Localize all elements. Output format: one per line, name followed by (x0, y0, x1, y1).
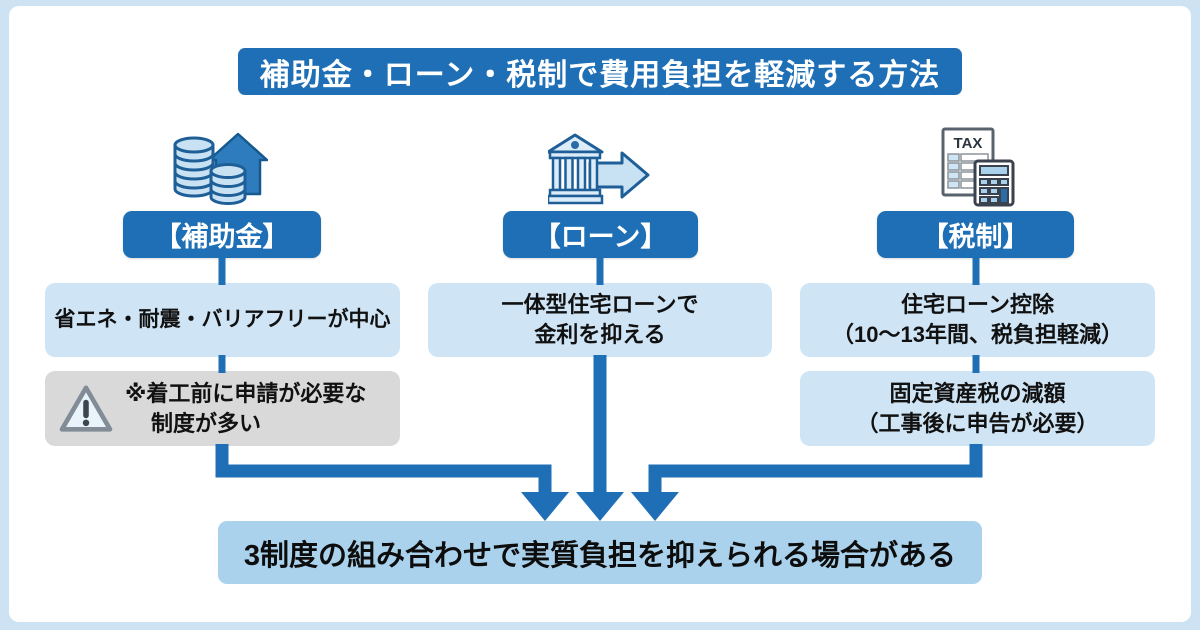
box-text-line: 固定資産税の減額 (889, 380, 1066, 406)
coins-house-icon (173, 132, 268, 205)
warning-icon (59, 384, 113, 432)
bank-arrow-icon (548, 133, 650, 205)
warning-text: ※着工前に申請が必要な 制度が多い (125, 379, 366, 439)
conclusion-box: 3制度の組み合わせで実質負担を抑えられる場合がある (218, 521, 982, 584)
page-title: 補助金・ローン・税制で費用負担を軽減する方法 (238, 48, 962, 95)
header-tax: 【税制】 (877, 211, 1074, 258)
header-loan: 【ローン】 (503, 211, 698, 258)
box-text-line: ※着工前に申請が必要な (125, 380, 367, 406)
box-text-line: （10～13年間、税負担軽減） (832, 322, 1123, 347)
box-subsidy-focus: 省エネ・耐震・バリアフリーが中心 (45, 283, 400, 357)
box-text-line: （工事後に申告が必要） (856, 410, 1099, 436)
box-subsidy-warning: ※着工前に申請が必要な 制度が多い (45, 371, 400, 446)
box-text-line: 制度が多い (151, 410, 262, 436)
box-loan-rate: 一体型住宅ローンで 金利を抑える (428, 283, 772, 357)
header-subsidy: 【補助金】 (123, 211, 321, 258)
box-tax-property: 固定資産税の減額 （工事後に申告が必要） (800, 371, 1155, 446)
box-text-line: 一体型住宅ローンで (501, 292, 699, 317)
box-text-line: 省エネ・耐震・バリアフリーが中心 (54, 308, 391, 331)
box-tax-deduction: 住宅ローン控除 （10～13年間、税負担軽減） (800, 283, 1155, 357)
tax-label: TAX (954, 135, 983, 152)
conclusion-text: 3制度の組み合わせで実質負担を抑えられる場合がある (243, 539, 957, 572)
box-text-line: 住宅ローン控除 (901, 292, 1054, 317)
tax-calculator-icon: TAX (941, 127, 1015, 207)
box-text-line: 金利を抑える (534, 322, 666, 347)
